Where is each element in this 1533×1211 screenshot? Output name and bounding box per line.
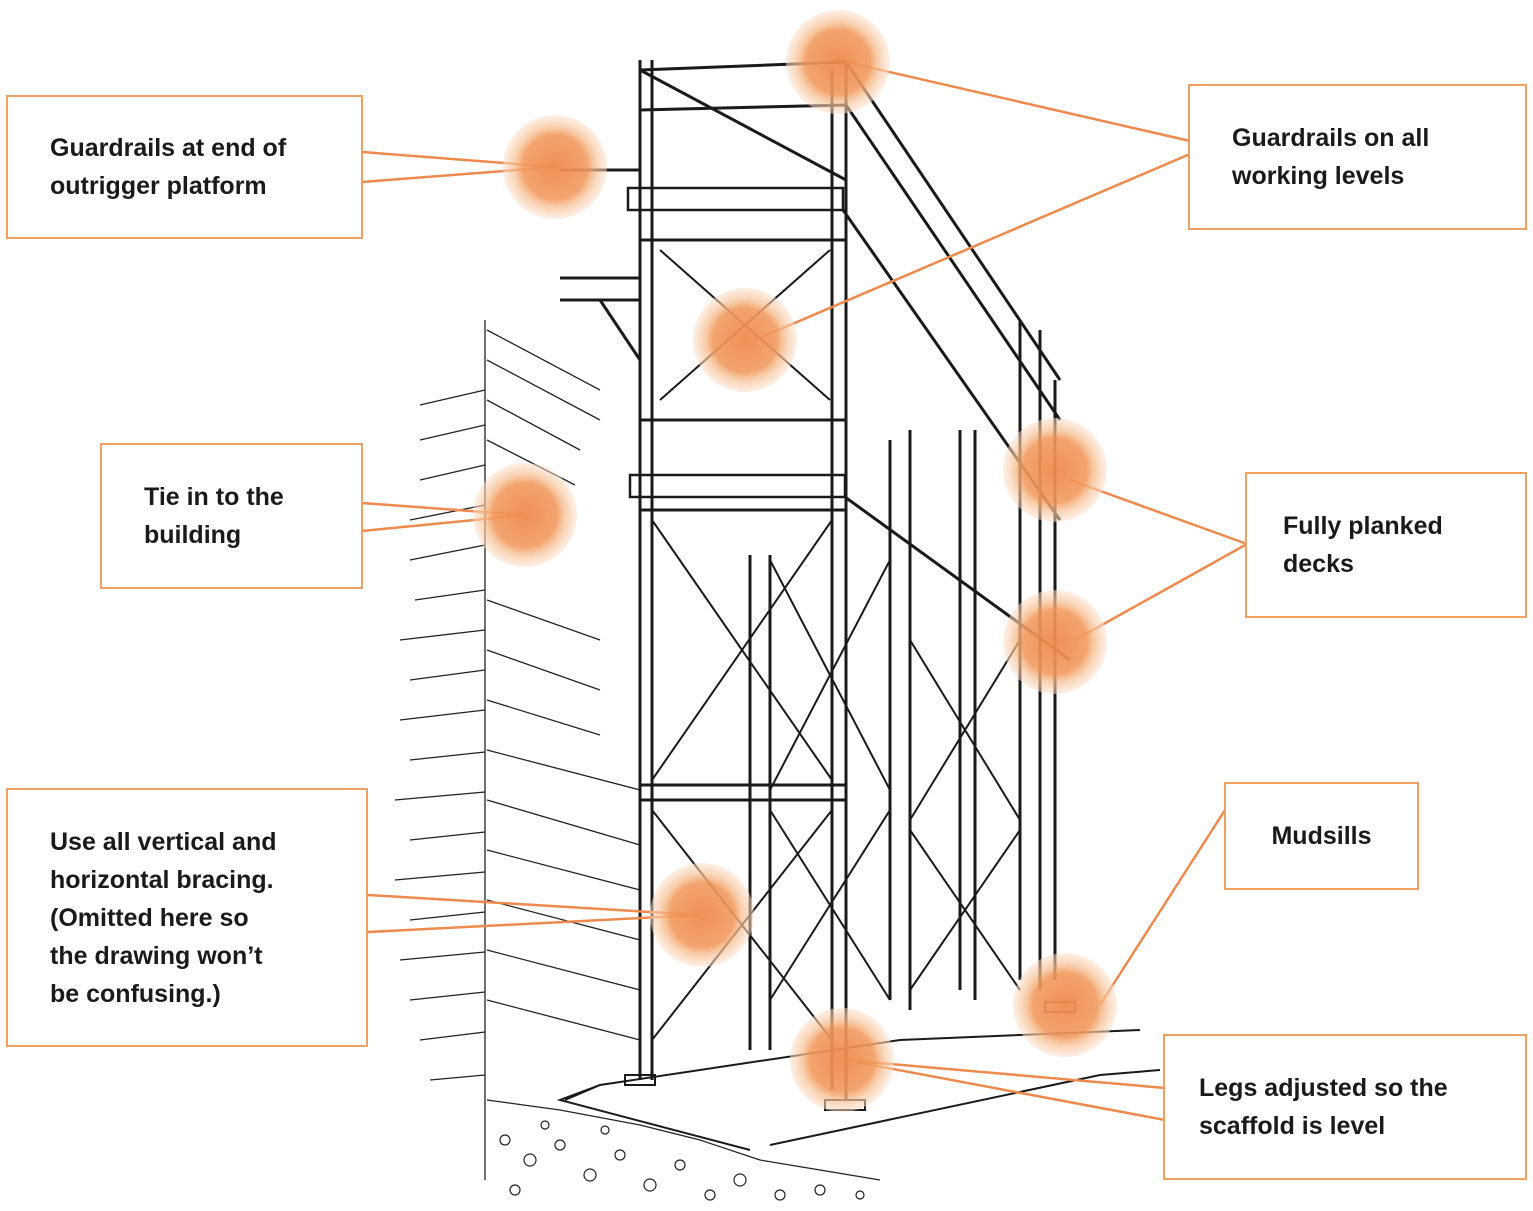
callout-tie-in: Tie in to the building <box>100 443 363 589</box>
callout-text: Tie in to the building <box>144 483 284 549</box>
scaffold-structure <box>556 60 1161 1151</box>
callout-legs-adjusted: Legs adjusted so the scaffold is level <box>1163 1034 1527 1180</box>
marker-guardrails-top <box>786 10 890 114</box>
marker-deck-upper <box>1003 418 1107 522</box>
callout-text: Fully planked decks <box>1283 512 1443 578</box>
callout-text: Guardrails on all working levels <box>1232 124 1430 190</box>
marker-legs <box>790 1008 894 1112</box>
marker-mudsills <box>1013 953 1117 1057</box>
marker-deck-lower <box>1003 590 1107 694</box>
callout-guardrails-outrigger: Guardrails at end of outrigger platform <box>6 95 363 239</box>
leader-lines <box>361 60 1248 1122</box>
callout-text: Legs adjusted so the scaffold is level <box>1199 1074 1448 1140</box>
callout-bracing: Use all vertical and horizontal bracing.… <box>6 788 368 1047</box>
highlight-markers <box>473 10 1117 1112</box>
callout-planked-decks: Fully planked decks <box>1245 472 1527 618</box>
callout-text: Mudsills <box>1271 822 1372 850</box>
callout-text: Use all vertical and horizontal bracing.… <box>50 827 277 1008</box>
gravel-ground <box>486 1099 881 1201</box>
marker-bracing <box>650 863 754 967</box>
callout-guardrails-all-levels: Guardrails on all working levels <box>1188 84 1527 230</box>
callout-text: Guardrails at end of outrigger platform <box>50 134 287 200</box>
marker-guardrails-outrigger <box>503 115 607 219</box>
callout-mudsills: Mudsills <box>1224 782 1419 890</box>
marker-guardrails-mid <box>693 288 797 392</box>
marker-tie-in <box>473 463 577 567</box>
building-wall <box>394 320 641 1180</box>
